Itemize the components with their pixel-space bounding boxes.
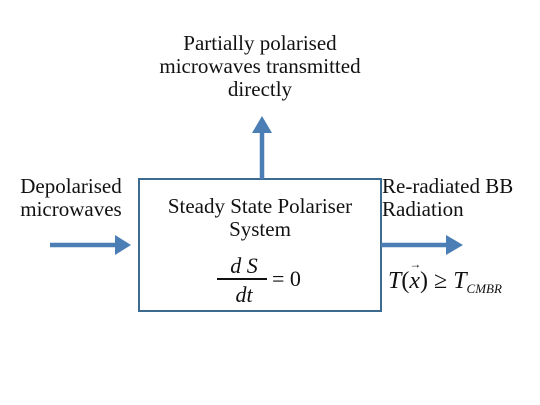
cmbr-temperature-symbol: T <box>453 268 467 294</box>
top-label-line-1: Partially polarised <box>183 31 337 55</box>
polariser-system-box <box>138 178 382 312</box>
equation-rhs: = 0 <box>272 266 301 291</box>
output-label: Re-radiated BB Radiation <box>382 175 532 221</box>
system-title-line-1: Steady State Polariser <box>167 194 353 218</box>
upward-output-arrow <box>252 116 272 179</box>
right-output-arrow <box>381 235 463 255</box>
position-variable: x <box>409 268 421 294</box>
temperature-symbol: T <box>388 268 402 294</box>
fraction-bar <box>217 278 267 280</box>
right-label-line-1: Re-radiated BB <box>382 174 514 198</box>
equation-denominator: dt <box>235 282 253 307</box>
top-label-line-3: directly <box>227 77 293 101</box>
left-label-line-1: Depolarised <box>20 174 122 198</box>
input-label: Depolarised microwaves <box>6 175 136 221</box>
transmitted-microwaves-label: Partially polarised microwaves transmitt… <box>130 32 390 101</box>
system-title: Steady State Polariser System <box>141 195 379 241</box>
temperature-relation: T(x→) ≥ TCMBR <box>388 257 502 297</box>
vector-arrow-icon: → <box>409 257 422 271</box>
open-paren: ( <box>401 268 410 294</box>
cmbr-subscript: CMBR <box>466 281 502 296</box>
equation-numerator: d S <box>230 253 258 278</box>
top-label-line-2: microwaves transmitted <box>159 54 361 78</box>
right-label-line-2: Radiation <box>382 197 464 221</box>
input-arrow <box>50 235 131 255</box>
position-vector: x→ <box>409 257 421 295</box>
left-label-line-2: microwaves <box>20 197 122 221</box>
greater-equal-operator: ≥ <box>434 268 448 294</box>
close-paren: ) <box>420 268 429 294</box>
system-title-line-2: System <box>229 217 291 241</box>
